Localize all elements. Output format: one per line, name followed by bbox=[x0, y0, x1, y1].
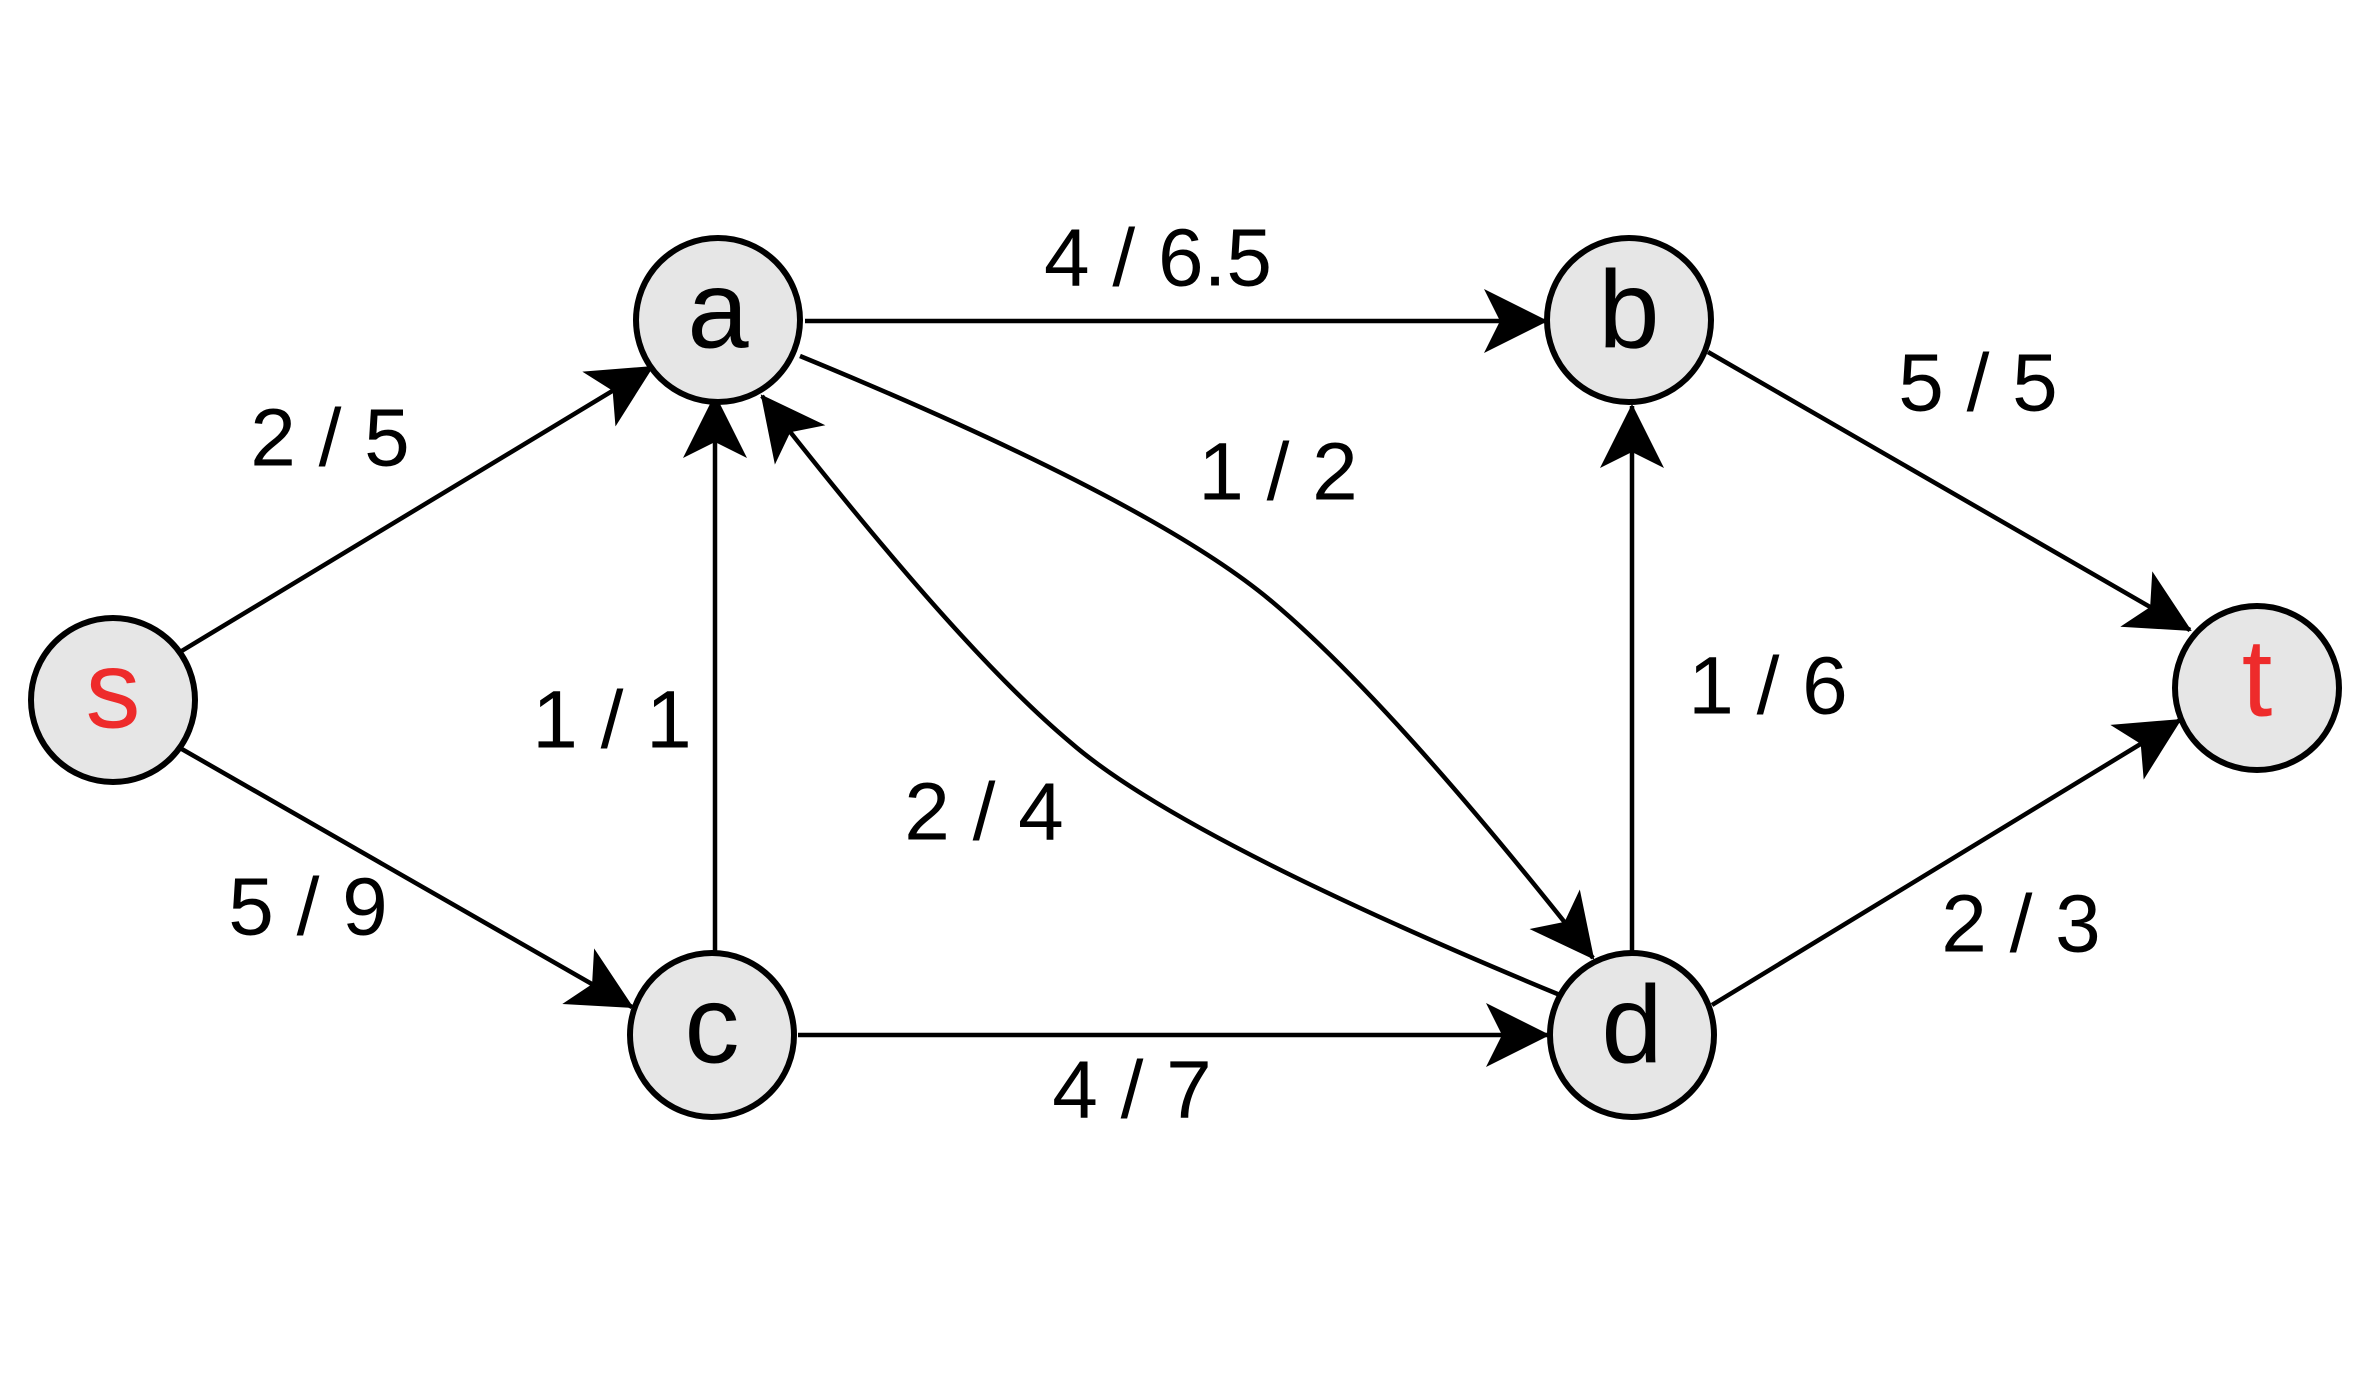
node-s-circle bbox=[28, 615, 198, 785]
node-t-circle bbox=[2172, 603, 2342, 773]
edge-label-d-t: 2 / 3 bbox=[1941, 879, 2101, 970]
node-b: b bbox=[1544, 235, 1714, 405]
node-d-label: d bbox=[1601, 964, 1662, 1087]
edge-label-s-a: 2 / 5 bbox=[250, 393, 410, 484]
edge-label-c-d: 4 / 7 bbox=[1052, 1045, 1212, 1136]
node-a-circle bbox=[633, 235, 803, 405]
node-a-label: a bbox=[687, 249, 749, 372]
edge-b-t bbox=[1706, 350, 2192, 632]
edge-label-a-b: 4 / 6.5 bbox=[1044, 213, 1272, 304]
edge-a-d bbox=[799, 353, 1595, 960]
node-b-label: b bbox=[1598, 249, 1659, 372]
edge-label-d-b: 1 / 6 bbox=[1688, 641, 1848, 732]
node-t-label: t bbox=[2242, 617, 2273, 740]
node-d: d bbox=[1547, 950, 1717, 1120]
node-c-circle bbox=[627, 950, 797, 1120]
node-d-circle bbox=[1547, 950, 1717, 1120]
edge-s-a bbox=[178, 365, 654, 654]
edge-d-t bbox=[1710, 718, 2182, 1007]
edge-labels: 2 / 5 5 / 9 4 / 6.5 1 / 2 1 / 1 2 / 4 4 … bbox=[228, 213, 2101, 1136]
edge-d-a bbox=[760, 394, 1561, 998]
node-c-label: c bbox=[685, 964, 740, 1087]
node-t: t bbox=[2172, 603, 2342, 773]
node-a: a bbox=[633, 235, 803, 405]
edge-label-d-a: 2 / 4 bbox=[904, 767, 1064, 858]
nodes: s a b c d t bbox=[28, 235, 2342, 1120]
node-c: c bbox=[627, 950, 797, 1120]
node-s: s bbox=[28, 615, 198, 785]
edge-label-c-a: 1 / 1 bbox=[532, 675, 692, 766]
edges bbox=[178, 289, 2192, 1067]
node-s-label: s bbox=[86, 629, 141, 752]
edge-label-s-c: 5 / 9 bbox=[228, 862, 388, 953]
node-b-circle bbox=[1544, 235, 1714, 405]
edge-label-a-d: 1 / 2 bbox=[1198, 427, 1358, 518]
edge-label-b-t: 5 / 5 bbox=[1898, 338, 2058, 429]
edge-s-c bbox=[178, 746, 634, 1009]
